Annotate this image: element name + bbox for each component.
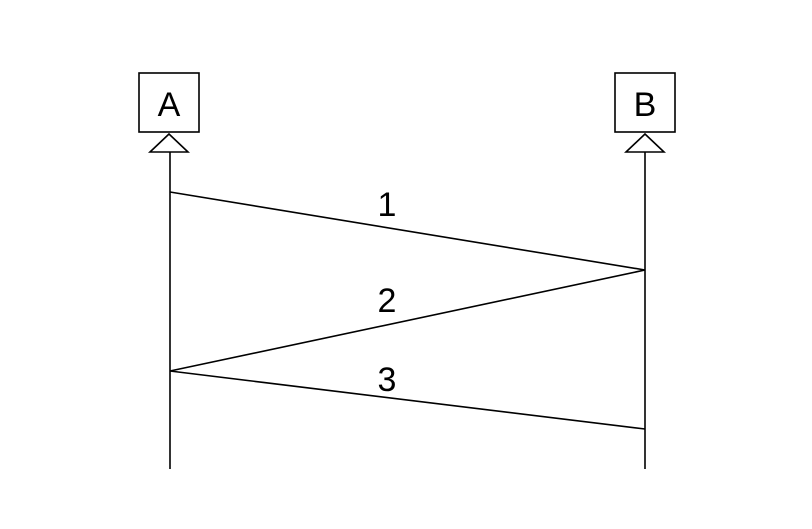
participant-b-label: B [634, 86, 657, 124]
message-2-line [169, 269, 646, 372]
participant-a-box [138, 72, 200, 133]
message-2-label: 2 [378, 282, 397, 320]
participant-b-box [614, 72, 676, 133]
message-1-line [169, 191, 646, 271]
message-2: 2 [169, 269, 646, 372]
participant-a: A [138, 72, 200, 469]
message-1-label: 1 [378, 186, 397, 224]
message-3-line [169, 370, 646, 430]
participant-b: B [614, 72, 676, 469]
participant-a-label: A [158, 86, 181, 124]
message-1: 1 [169, 186, 646, 271]
message-3: 3 [169, 361, 646, 430]
message-3-label: 3 [378, 361, 397, 399]
participant-a-marker-triangle [147, 132, 191, 153]
